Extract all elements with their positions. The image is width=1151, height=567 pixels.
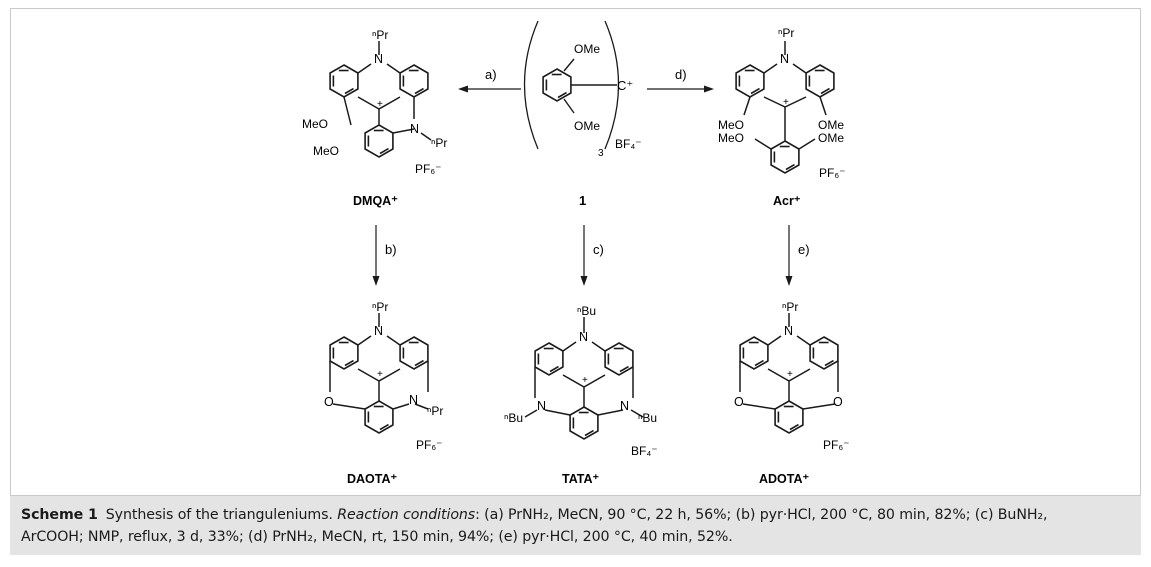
tata-n-right: N <box>620 399 629 413</box>
dmqa-npr-top: ⁿPr <box>372 28 388 42</box>
daota-label: DAOTA⁺ <box>347 472 398 486</box>
acr-counterion: PF₆⁻ <box>819 166 846 180</box>
adota-n: N <box>784 324 793 338</box>
daota-npr-right: ⁿPr <box>427 404 443 418</box>
compound-1-ome-top: OMe <box>574 42 600 56</box>
adota-npr: ⁿPr <box>782 300 798 314</box>
acr-plus: + <box>783 97 789 108</box>
arrow-b-label: b) <box>385 242 397 257</box>
tata-structure: N ⁿBu N ⁿBu N ⁿBu + BF₄⁻ <box>504 304 658 458</box>
tata-label: TATA⁺ <box>562 472 600 486</box>
dmqa-n-top: N <box>374 52 383 66</box>
dmqa-counterion: PF₆⁻ <box>415 162 442 176</box>
adota-o-right: O <box>833 395 843 409</box>
dmqa-npr-right: ⁿPr <box>431 136 447 150</box>
arrow-c-label: c) <box>593 242 604 257</box>
daota-o: O <box>324 395 334 409</box>
dmqa-n-right: N <box>410 122 419 136</box>
dmqa-plus: + <box>377 99 383 110</box>
acr-npr: ⁿPr <box>778 26 794 40</box>
compound-1-ome-bottom: OMe <box>574 119 600 133</box>
compound-1-counterion: BF₄⁻ <box>615 137 642 151</box>
compound-1-structure: OMe OMe C⁺ 3 BF₄⁻ <box>523 20 642 159</box>
acr-meo-1: MeO <box>718 118 744 132</box>
reaction-scheme: a) d) b) c) e) OMe OMe C⁺ 3 BF₄⁻ 1 <box>302 20 850 486</box>
daota-n-top: N <box>374 324 383 338</box>
caption-line-2: ArCOOH; NMP, reflux, 3 d, 33%; (d) PrNH₂… <box>21 529 733 545</box>
tata-n-left: N <box>537 399 546 413</box>
scheme-caption: Scheme 1 Synthesis of the trianguleniums.… <box>10 496 1141 555</box>
arrow-d <box>647 85 714 93</box>
arrow-e-label: e) <box>798 242 810 257</box>
acr-meo-2: MeO <box>718 131 744 145</box>
caption-conditions-label: Reaction conditions <box>337 507 476 523</box>
caption-line-1: Scheme 1 Synthesis of the trianguleniums.… <box>21 504 1130 526</box>
dmqa-meo-1: MeO <box>302 117 328 131</box>
arrow-c <box>580 225 588 286</box>
adota-counterion: PF₆⁻ <box>823 438 850 452</box>
arrow-d-label: d) <box>675 67 687 82</box>
acr-n: N <box>780 52 789 66</box>
daota-plus: + <box>377 369 383 380</box>
acr-ome-2: OMe <box>818 131 844 145</box>
arrow-e <box>785 225 793 286</box>
daota-counterion: PF₆⁻ <box>416 438 443 452</box>
tata-nbu-top: ⁿBu <box>577 304 596 318</box>
compound-1-label: 1 <box>579 193 586 208</box>
dmqa-meo-2: MeO <box>313 144 339 158</box>
compound-1-carbocation: C⁺ <box>617 78 633 93</box>
tata-n-top: N <box>579 330 588 344</box>
caption-label: Scheme 1 <box>21 507 98 523</box>
daota-structure: N ⁿPr N ⁿPr O + PF₆⁻ <box>324 300 443 452</box>
arrow-b <box>372 225 380 286</box>
adota-structure: N ⁿPr O O + PF₆⁻ <box>734 300 850 452</box>
acr-label: Acr⁺ <box>773 194 801 208</box>
tata-nbu-left: ⁿBu <box>504 411 523 425</box>
adota-plus: + <box>787 369 793 380</box>
adota-o-left: O <box>734 395 744 409</box>
daota-npr-top: ⁿPr <box>372 300 388 314</box>
adota-label: ADOTA⁺ <box>759 472 810 486</box>
acr-ome-1: OMe <box>818 118 844 132</box>
caption-title: Synthesis of the trianguleniums. <box>105 507 338 523</box>
dmqa-structure: N ⁿPr N ⁿPr + MeO MeO PF₆⁻ <box>302 28 447 176</box>
arrow-a <box>458 85 521 93</box>
tata-nbu-right: ⁿBu <box>638 411 657 425</box>
caption-conditions-a-c: : (a) PrNH₂, MeCN, 90 °C, 22 h, 56%; (b)… <box>475 507 1048 523</box>
tata-counterion: BF₄⁻ <box>631 444 658 458</box>
arrow-a-label: a) <box>485 67 497 82</box>
scheme-figure: a) d) b) c) e) OMe OMe C⁺ 3 BF₄⁻ 1 <box>10 8 1141 496</box>
acr-structure: N ⁿPr + MeO MeO OMe OMe PF₆⁻ <box>718 26 846 180</box>
tata-plus: + <box>582 375 588 386</box>
compound-1-subscript: 3 <box>598 148 604 159</box>
daota-n-right: N <box>409 393 418 407</box>
dmqa-label: DMQA⁺ <box>353 194 398 208</box>
